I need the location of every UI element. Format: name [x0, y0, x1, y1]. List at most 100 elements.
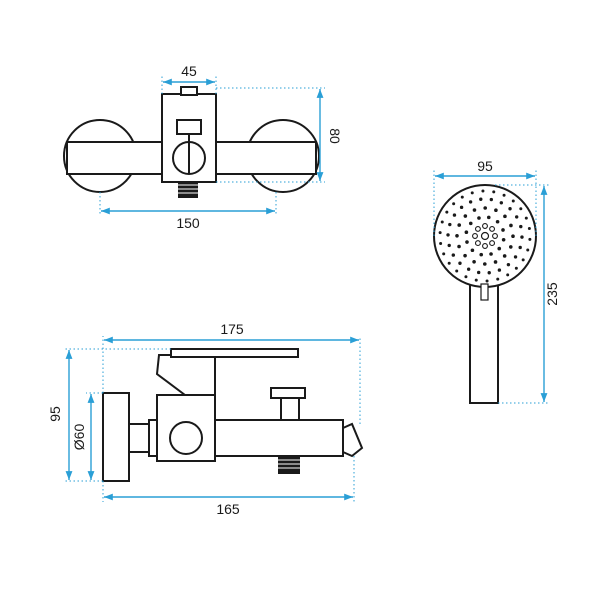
dim-label-175: 175 — [220, 321, 244, 337]
nozzle-dot — [463, 214, 468, 218]
hand-shower-button — [480, 283, 489, 301]
nozzle-dot — [519, 224, 523, 229]
nozzle-dot — [493, 260, 498, 264]
diverter-knob — [270, 387, 306, 399]
nozzle-dot — [511, 199, 515, 203]
nozzle-dot — [474, 240, 481, 247]
side-cartridge — [169, 421, 203, 455]
nozzle-dot — [438, 231, 442, 235]
mixer-top-cap — [180, 86, 198, 96]
shower-center-nozzle — [480, 231, 490, 241]
nozzle-dot — [521, 258, 525, 262]
nozzle-dot — [455, 234, 459, 238]
nozzle-dot — [452, 202, 456, 206]
front-thread-outlet — [178, 182, 198, 198]
nozzle-dot — [526, 248, 530, 252]
side-connector-nut — [128, 423, 150, 453]
nozzle-dot — [487, 271, 491, 275]
nozzle-dot — [447, 243, 451, 248]
nozzle-dot — [476, 270, 481, 275]
nozzle-dot — [468, 200, 473, 204]
front-view: 45 80 150 — [63, 63, 343, 231]
nozzle-dot — [501, 237, 506, 242]
nozzle-dot — [470, 191, 474, 195]
nozzle-dot — [472, 208, 477, 212]
nozzle-dot — [509, 223, 513, 228]
nozzle-dot — [494, 208, 498, 213]
nozzle-dot — [458, 261, 462, 265]
side-lever-handle — [170, 348, 299, 358]
nozzle-dot — [472, 259, 476, 264]
dim-label-d60: Ø60 — [71, 424, 87, 451]
nozzle-dot — [479, 252, 484, 257]
nozzle-dot — [496, 277, 500, 281]
side-connector-ring — [148, 419, 158, 457]
nozzle-dot — [518, 245, 522, 250]
nozzle-dot — [489, 252, 493, 256]
dim-label-95-side: 95 — [47, 406, 63, 422]
nozzle-dot — [482, 223, 488, 229]
nozzle-dot — [503, 214, 507, 219]
side-spout — [214, 419, 344, 457]
nozzle-dot — [524, 216, 528, 220]
nozzle-dot — [519, 207, 523, 211]
nozzle-dot — [495, 219, 500, 224]
nozzle-dot — [514, 266, 518, 270]
nozzle-dot — [464, 230, 469, 235]
nozzle-dot — [457, 244, 461, 249]
side-lever-base — [155, 354, 216, 396]
lever-stem — [176, 119, 202, 135]
dim-label-235: 235 — [544, 282, 560, 306]
nozzle-dot — [457, 223, 462, 227]
nozzle-dot — [506, 273, 510, 277]
nozzle-dot — [474, 225, 481, 232]
dim-label-165: 165 — [216, 501, 240, 517]
nozzle-dot — [497, 268, 502, 272]
nozzle-dot — [492, 190, 496, 194]
nozzle-dot — [448, 222, 452, 227]
nozzle-dot — [506, 262, 511, 267]
dim-label-45: 45 — [181, 63, 197, 79]
nozzle-dot — [501, 228, 505, 232]
dim-label-80: 80 — [327, 128, 343, 144]
nozzle-dot — [446, 233, 450, 237]
nozzle-dot — [452, 213, 457, 217]
nozzle-dot — [466, 267, 471, 271]
nozzle-dot — [442, 252, 446, 256]
nozzle-dot — [511, 234, 515, 238]
spout-tip — [342, 422, 364, 458]
nozzle-dot — [499, 201, 504, 205]
nozzle-dot — [514, 215, 519, 219]
dim-label-95-head: 95 — [477, 158, 493, 174]
nozzle-dot — [477, 216, 481, 220]
nozzle-dot — [527, 227, 531, 231]
nozzle-dot — [489, 240, 496, 247]
nozzle-dot — [489, 225, 496, 232]
nozzle-dot — [474, 278, 478, 282]
nozzle-dot — [528, 237, 532, 241]
nozzle-dot — [520, 235, 524, 239]
nozzle-dot — [472, 233, 478, 239]
nozzle-dot — [468, 221, 473, 226]
nozzle-dot — [470, 248, 475, 253]
nozzle-dot — [439, 241, 443, 245]
nozzle-dot — [440, 220, 444, 224]
nozzle-dot — [508, 245, 513, 249]
side-wall-flange — [102, 392, 130, 482]
side-thread-outlet — [278, 456, 300, 474]
nozzle-dot — [513, 255, 518, 259]
nozzle-dot — [502, 193, 506, 197]
nozzle-dot — [481, 189, 485, 193]
nozzle-dot — [502, 254, 507, 258]
nozzle-dot — [465, 240, 469, 244]
nozzle-dot — [464, 275, 468, 279]
nozzle-dot — [445, 210, 449, 214]
diverter-stem — [280, 396, 300, 421]
nozzle-dot — [459, 205, 464, 210]
nozzle-dot — [482, 243, 488, 249]
nozzle-dot — [479, 197, 483, 201]
side-view: 175 95 Ø60 165 — [47, 321, 364, 517]
nozzle-dot — [483, 262, 487, 266]
nozzle-dot — [492, 233, 498, 239]
